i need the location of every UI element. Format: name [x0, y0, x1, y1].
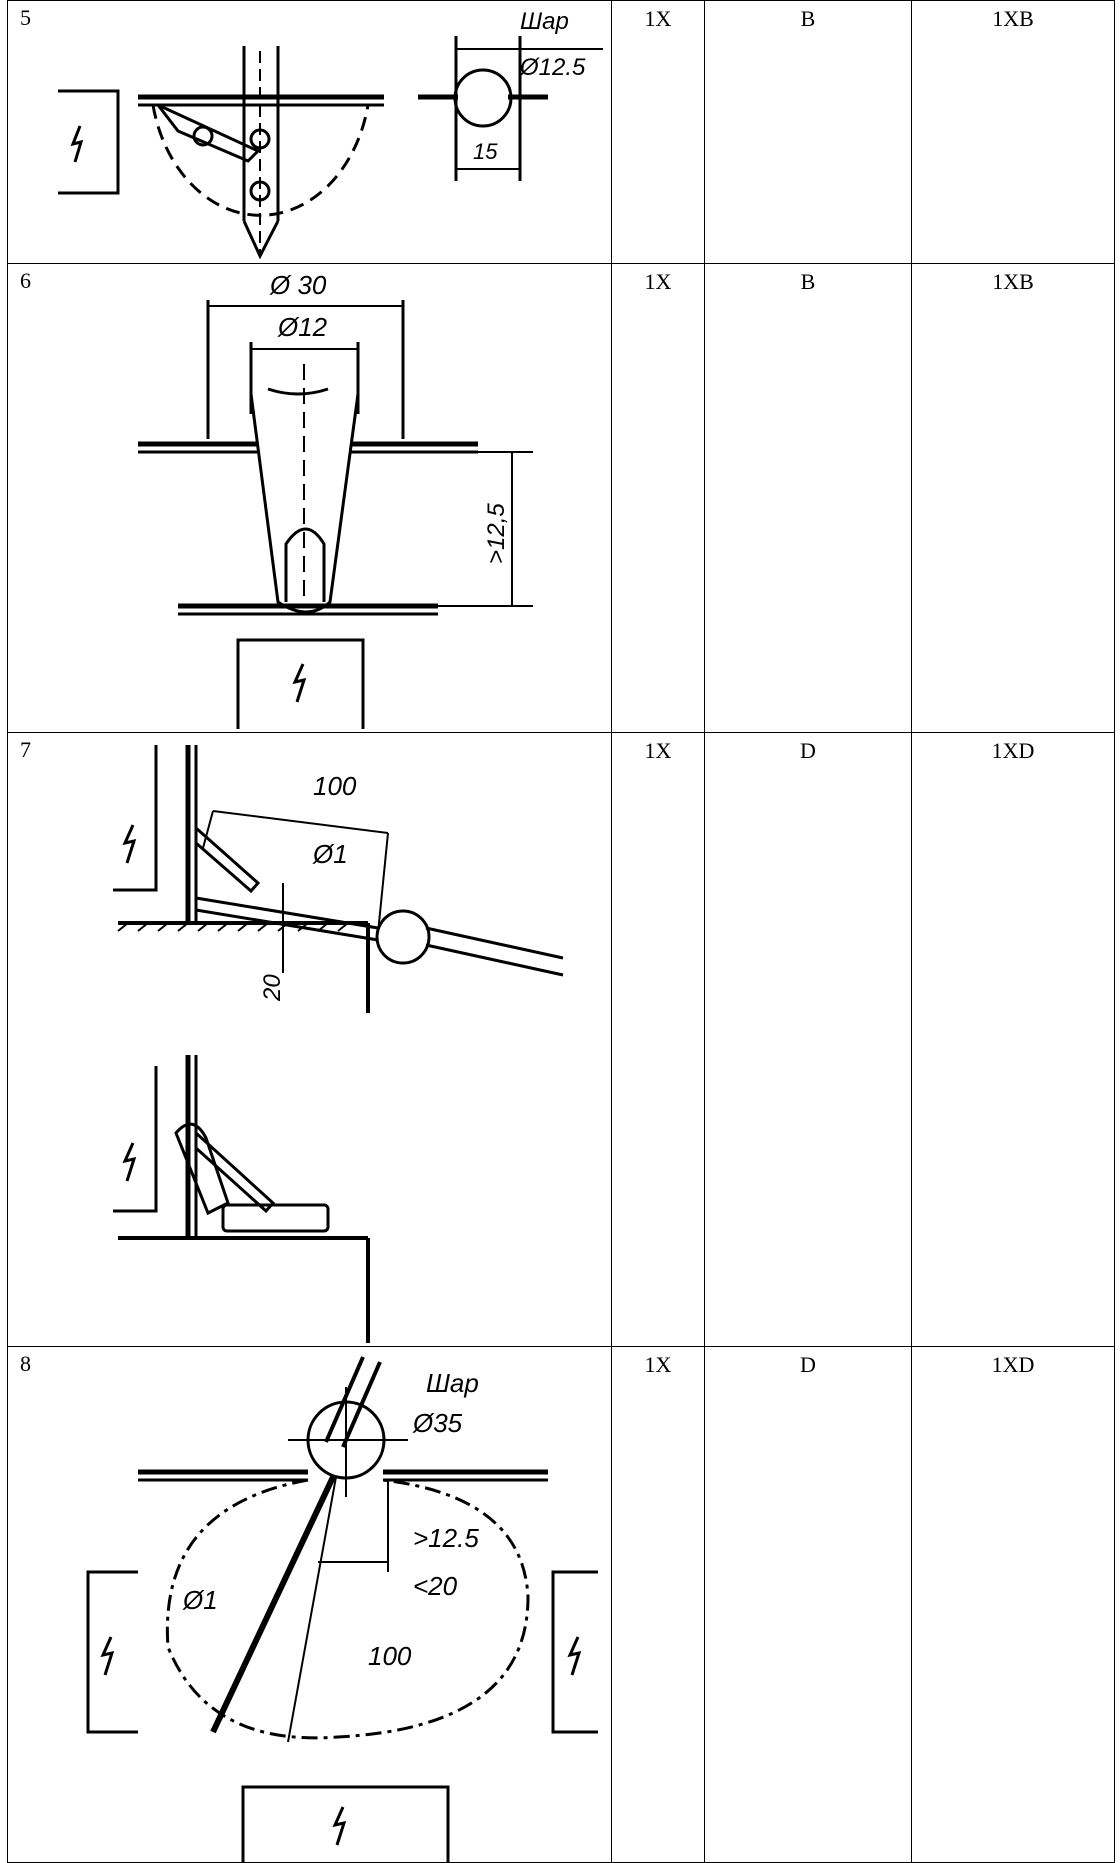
code-cell: 1XB — [911, 0, 1115, 264]
figure-cell: 8 — [7, 1346, 612, 1863]
class-cell: 1X — [611, 732, 705, 1347]
ball-label: Шар — [520, 8, 569, 35]
wire-diameter-label: Ø1 — [182, 1585, 218, 1615]
letter-cell: B — [704, 0, 912, 264]
ball-diameter-label: Ø35 — [412, 1408, 463, 1438]
outer-diameter-label: Ø 30 — [269, 270, 327, 300]
max-distance-label: <20 — [413, 1571, 458, 1601]
row-number: 8 — [20, 1351, 31, 1376]
ball-wire-probe-drawing: Шар Ø35 >12.5 <20 Ø1 100 — [86, 1356, 598, 1862]
code-cell: 1XD — [911, 732, 1115, 1347]
length-label: 100 — [368, 1641, 412, 1671]
inner-diameter-label: Ø12 — [277, 312, 328, 342]
finger-drawing: Ø 30 Ø12 >12,5 — [138, 270, 533, 729]
letter-cell: D — [704, 1346, 912, 1863]
length-label: 100 — [313, 771, 357, 801]
min-distance-label: >12.5 — [413, 1523, 479, 1553]
table-row: 8 — [7, 1346, 1115, 1863]
class-cell: 1X — [611, 1346, 705, 1863]
letter-cell: B — [704, 263, 912, 733]
class-cell: 1X — [611, 263, 705, 733]
table-row: 6 — [7, 263, 1115, 733]
row-number: 7 — [20, 737, 31, 762]
specification-table: 5 — [7, 0, 1115, 1863]
width-label: 15 — [473, 139, 498, 164]
gap-label: 20 — [259, 974, 286, 1002]
wire-probe-drawing: 100 Ø1 20 — [113, 745, 564, 1343]
table-row: 7 — [7, 732, 1115, 1347]
probe-drawing: Шар Ø12.5 15 — [58, 8, 603, 260]
ball-diameter-label: Ø12.5 — [519, 54, 586, 81]
figure-cell: 5 — [7, 0, 612, 264]
row-number: 5 — [20, 5, 31, 30]
row-number: 6 — [20, 268, 31, 293]
wire-diameter-label: Ø1 — [312, 839, 348, 869]
letter-cell: D — [704, 732, 912, 1347]
code-cell: 1XD — [911, 1346, 1115, 1863]
document-page: 5 — [7, 0, 1115, 1863]
code-cell: 1XB — [911, 263, 1115, 733]
ball-label: Шар — [426, 1368, 479, 1398]
class-cell: 1X — [611, 0, 705, 264]
table-row: 5 — [7, 0, 1115, 264]
figure-cell: 6 — [7, 263, 612, 733]
depth-label: >12,5 — [483, 503, 510, 564]
figure-cell: 7 — [7, 732, 612, 1347]
